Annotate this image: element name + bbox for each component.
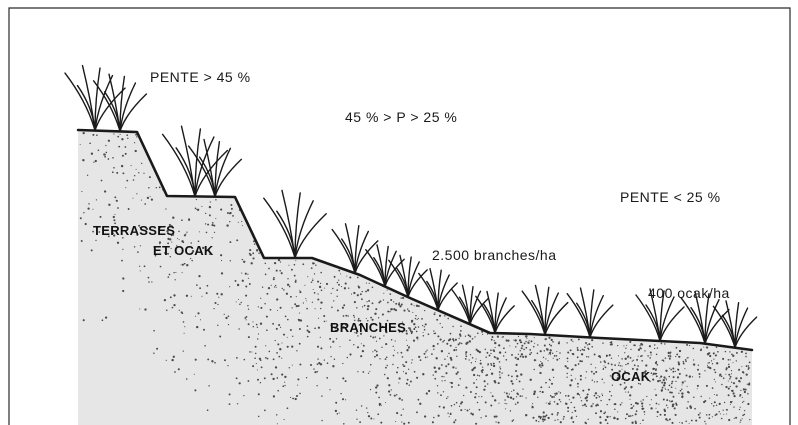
density-branches-label: 2.500 branches/ha — [432, 247, 556, 263]
grass-tuft — [264, 190, 326, 258]
zone-terraces-label-line2: ET OCAK — [153, 243, 214, 258]
grass-tuft — [332, 224, 378, 273]
grass-tuft — [476, 292, 514, 334]
slope-steep-label: PENTE > 45 % — [150, 69, 251, 85]
slope-medium-label: 45 % > P > 25 % — [345, 109, 457, 125]
slope-gentle-label: PENTE < 25 % — [620, 189, 721, 205]
grass-tuft — [522, 285, 568, 334]
grass-tuft — [567, 288, 613, 337]
zone-branches-label: BRANCHES — [330, 320, 406, 335]
zone-ocak-label: OCAK — [611, 369, 651, 384]
ground-profile — [78, 130, 752, 425]
grass-tuft — [163, 126, 228, 196]
grass-tuft — [713, 301, 756, 348]
ground-fill — [78, 130, 752, 425]
zone-terraces-label-line1: TERRASSES — [93, 223, 175, 238]
density-ocak-label: 400 ocak/ha — [648, 285, 730, 301]
